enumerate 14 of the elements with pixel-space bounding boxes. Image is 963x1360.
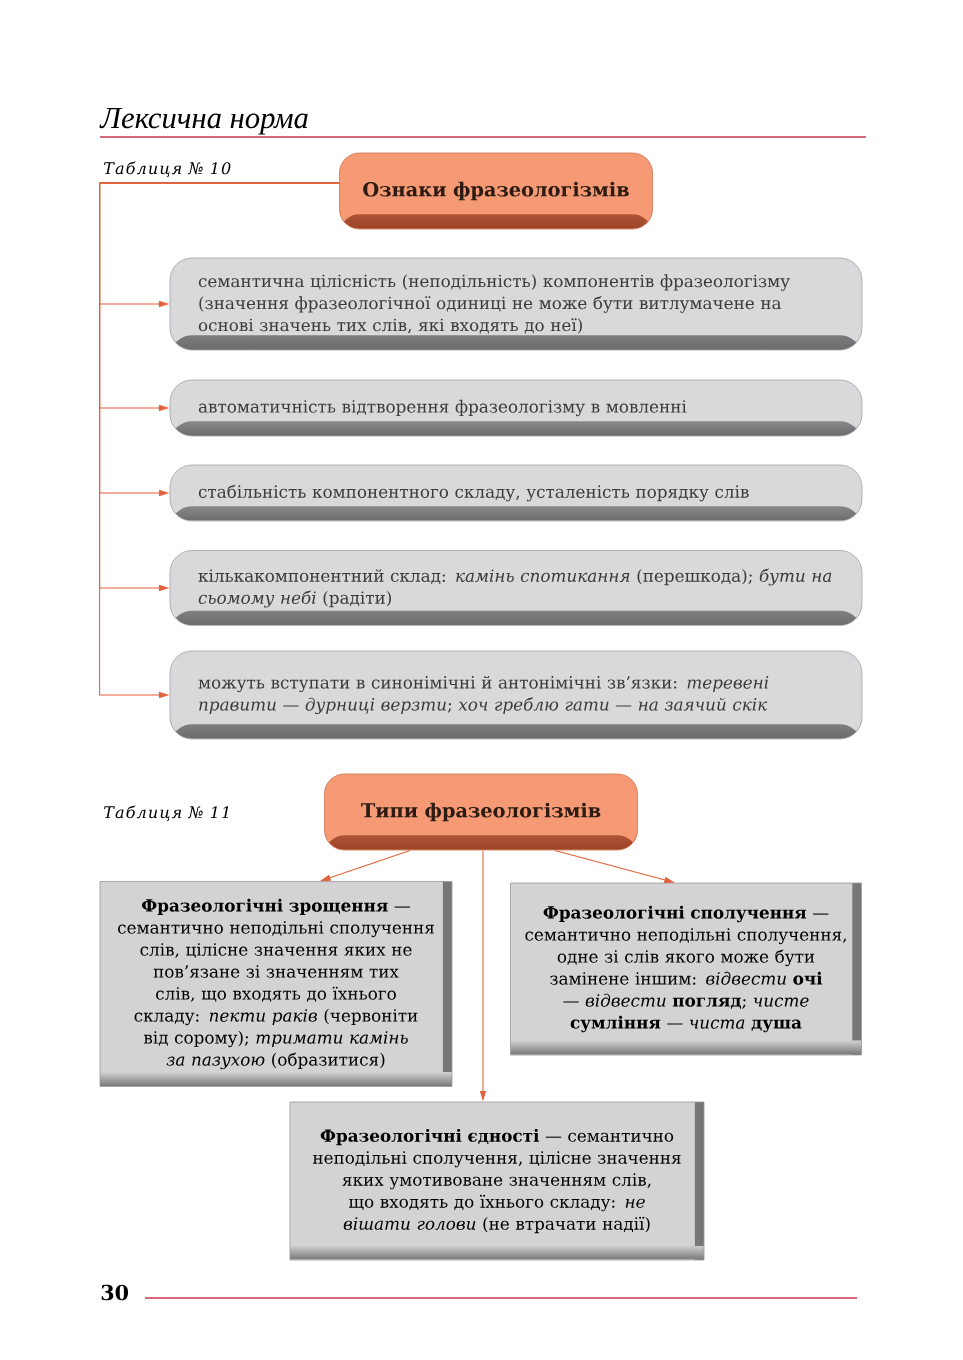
rounded-box: можуть вступати в синонімічні й антонімічні зв’язки: теревені правити — дурниці верзти; хоч греблю гати — на заячий скік bbox=[169, 650, 863, 740]
rounded-box: автоматичність відтворення фразеологізму в мовленні bbox=[169, 379, 863, 437]
rounded-box: кількакомпонентний склад: камінь спотикання (перешкода); бути на сьомому небі (радіти) bbox=[169, 550, 863, 626]
table-caption: Таблиця № 11 bbox=[104, 805, 229, 822]
heading-box: Ознаки фразеологізмів bbox=[339, 152, 653, 230]
page-number: 30 bbox=[101, 1284, 129, 1301]
rounded-box: семантична цілісність (неподільність) компонентів фразеологізму (значення фразеологічної одиниці не може бути витлумачене на основі значень тих слів, які входять до неї) bbox=[169, 257, 863, 351]
text-box: Фразеологічні єдності — семантично неподільні сполучення, цілісне значення яких умотивоване значенням слів, що входять до їхнього складу: не вішати голови (не втрачати надії) bbox=[289, 1101, 705, 1261]
page-heading: Лексична норма bbox=[99, 107, 308, 135]
rounded-box: стабільність компонентного складу, усталеність порядку слів bbox=[169, 464, 863, 522]
text-box: Фразеологічні сполучення — семантично неподільні сполучення, одне зі слів якого може бути замінене іншим: відвести очі — відвести погляд; чисте сумління — чиста душа bbox=[510, 882, 862, 1056]
text-box: Фразеологічні зрощення — семантично неподільні сполучення слів, цілісне значення яких не пов’язане зі значенням тих слів, що входять до їхнього складу: пекти раків (червоніти від сорому); тримати камінь за пазухою (образитися) bbox=[99, 881, 453, 1087]
table-caption: Таблиця № 10 bbox=[104, 161, 231, 178]
heading-box: Типи фразеологізмів bbox=[324, 773, 638, 851]
